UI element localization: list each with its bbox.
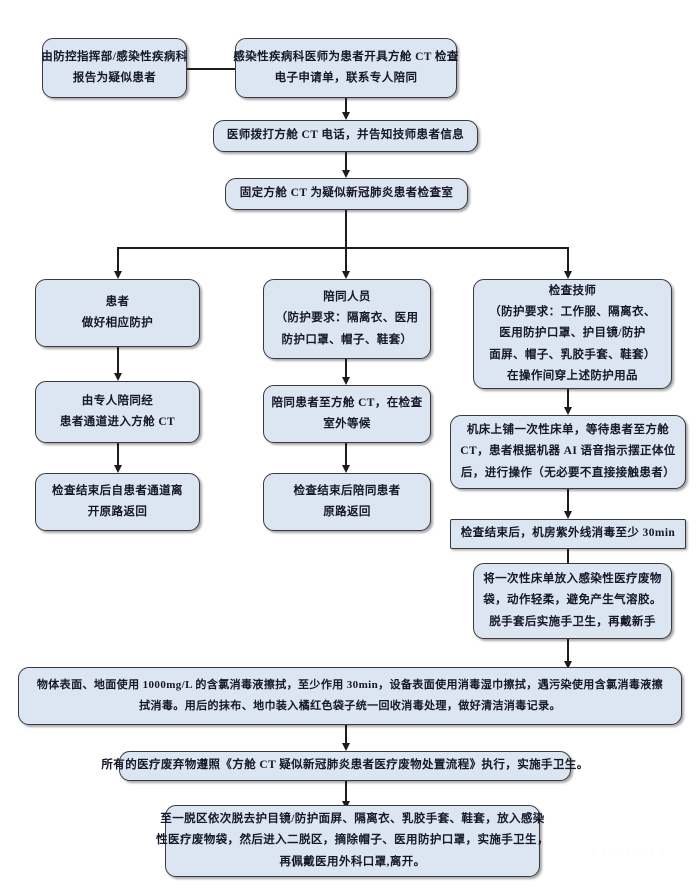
- node-a1-line-0: 陪同人员: [323, 291, 371, 304]
- node-t3-line-0: 检查结束后，机房紫外线消毒至少 30min: [460, 527, 676, 540]
- node-n4-line-0: 固定方舱 CT 为疑似新冠肺炎患者检查室: [239, 187, 454, 200]
- node-w2-line-0: 所有的医疗废弃物遵照《方舱 CT 疑似新冠肺炎患者医疗废物处置流程》执行，实施手…: [101, 759, 589, 772]
- node-n2[interactable]: 感染性疾病科医师为患者开具方舱 CT 检查 电子申请单，联系专人陪同: [233, 38, 459, 98]
- node-a1-line-1: （防护要求：隔离衣、医用: [275, 312, 419, 325]
- node-p2-line-1: 患者通道进入方舱 CT: [59, 416, 176, 428]
- connector-branch-right: [567, 247, 569, 275]
- node-t1[interactable]: 检查技师 （防护要求：工作服、隔离衣、 医用防护口罩、护目镜/防护 面屏、帽子、…: [473, 279, 672, 389]
- connector-t2-t3: [567, 489, 569, 517]
- arrow-n2-n3-icon: [341, 112, 350, 120]
- arrow-branch-left-icon: [113, 271, 122, 279]
- connector-a2-a3: [345, 443, 347, 471]
- node-p2[interactable]: 由专人陪同经 患者通道进入方舱 CT: [35, 381, 200, 443]
- connector-w1-w2: [345, 725, 347, 749]
- connector-n1-n2: [187, 68, 235, 70]
- node-w3[interactable]: 至一脱区依次脱去护目镜/防护面屏、隔离衣、乳胶手套、鞋套，放入感染 性医疗废物袋…: [156, 805, 548, 877]
- node-p2-line-0: 由专人陪同经: [81, 394, 154, 407]
- arrow-branch-right-icon: [563, 271, 572, 279]
- node-n2-line-0: 感染性疾病科医师为患者开具方舱 CT 检查: [233, 50, 459, 63]
- node-w1-line-1: 拭消毒。用后的抹布、地巾装入橘红色袋子统一回收消毒处理，做好清洁消毒记录。: [139, 700, 561, 712]
- node-w3-line-1: 性医疗废物袋，然后进入二脱区，摘除帽子、医用防护口罩，实施手卫生，: [156, 834, 549, 847]
- node-t2-line-1: CT，患者根据机器 AI 语音指示摆正体位: [460, 445, 676, 458]
- node-p1-line-0: 患者: [105, 295, 130, 308]
- connector-branch-bus: [117, 247, 568, 249]
- node-t4-line-1: 袋，动作轻柔，避免产生气溶胶。: [483, 594, 662, 607]
- node-w3-line-2: 再佩戴医用外科口罩,离开。: [279, 855, 426, 868]
- arrow-p2-p3-icon: [113, 465, 122, 473]
- node-t1-line-0: 检查技师: [548, 284, 597, 297]
- arrow-t2-t3-icon: [563, 511, 572, 519]
- connector-a1-a2: [345, 359, 347, 383]
- node-p3-line-1: 开原路返回: [87, 506, 148, 518]
- node-t1-line-3: 面屏、帽子、乳胶手套、鞋套）: [489, 348, 656, 361]
- node-p1-line-1: 做好相应防护: [81, 317, 154, 329]
- node-n3[interactable]: 医师拨打方舱 CT 电话，并告知技师患者信息: [213, 120, 478, 152]
- arrow-a1-a2-icon: [341, 377, 350, 385]
- node-a3-line-1: 原路返回: [323, 506, 371, 518]
- node-w2[interactable]: 所有的医疗废弃物遵照《方舱 CT 疑似新冠肺炎患者医疗废物处置流程》执行，实施手…: [101, 751, 588, 781]
- node-w3-line-0: 至一脱区依次脱去护目镜/防护面屏、隔离衣、乳胶手套、鞋套，放入感染: [160, 813, 545, 826]
- connector-branch-mid: [345, 247, 347, 275]
- connector-n2-n3: [345, 98, 347, 116]
- connector-t4-w1: [567, 639, 569, 667]
- node-t1-line-2: 医用防护口罩、护目镜/防护: [499, 327, 646, 340]
- connector-n3-n4: [345, 152, 347, 174]
- node-t2[interactable]: 机床上铺一次性床单，等待患者至方舱 CT，患者根据机器 AI 语音指示摆正体位 …: [450, 415, 686, 489]
- arrow-t4-w1-icon: [563, 661, 572, 669]
- arrow-a2-a3-icon: [341, 465, 350, 473]
- arrow-p1-p2-icon: [113, 373, 122, 381]
- node-a2-line-0: 陪同患者至方舱 CT，在检查: [271, 396, 423, 409]
- node-t3[interactable]: 检查结束后，机房紫外线消毒至少 30min: [450, 519, 686, 549]
- node-t1-line-4: 在操作间穿上述防护用品: [507, 369, 638, 382]
- node-n1-line-0: 由防控指挥部/感染性疾病科: [41, 50, 188, 63]
- node-t4-line-0: 将一次性床单放入感染性医疗废物: [483, 573, 662, 586]
- arrow-w1-w2-icon: [341, 743, 350, 751]
- arrow-n3-n4-icon: [341, 170, 350, 178]
- node-a3-line-0: 检查结束后陪同患者: [293, 484, 401, 497]
- node-a2[interactable]: 陪同患者至方舱 CT，在检查 室外等候: [263, 385, 431, 443]
- connector-t3-t4: [567, 549, 569, 573]
- node-a2-line-1: 室外等候: [323, 418, 371, 430]
- watermark-text: · ·· ··· ·· ·: [592, 848, 667, 858]
- node-w1[interactable]: 物体表面、地面使用 1000mg/L 的含氯消毒液擦拭，至少作用 30min，设…: [18, 667, 682, 725]
- arrow-t1-t2-icon: [563, 407, 572, 415]
- node-w1-line-0: 物体表面、地面使用 1000mg/L 的含氯消毒液擦拭，至少作用 30min，设…: [36, 678, 664, 691]
- node-n1-line-1: 报告为疑似患者: [72, 72, 157, 84]
- node-t4[interactable]: 将一次性床单放入感染性医疗废物 袋，动作轻柔，避免产生气溶胶。 脱手套后实施手卫…: [473, 563, 672, 639]
- connector-t1-t2: [567, 389, 569, 413]
- arrow-branch-mid-icon: [341, 271, 350, 279]
- node-p3[interactable]: 检查结束后自患者通道离 开原路返回: [35, 473, 200, 531]
- node-a3[interactable]: 检查结束后陪同患者 原路返回: [263, 473, 431, 531]
- connector-p2-p3: [117, 443, 119, 471]
- connector-branch-left: [117, 247, 119, 275]
- node-p3-line-0: 检查结束后自患者通道离: [52, 484, 183, 497]
- node-t4-line-2: 脱手套后实施手卫生，再戴新手: [489, 615, 656, 628]
- node-a1[interactable]: 陪同人员 （防护要求：隔离衣、医用 防护口罩、帽子、鞋套）: [263, 279, 431, 359]
- connector-branch-stem: [345, 210, 347, 248]
- node-n1[interactable]: 由防控指挥部/感染性疾病科 报告为疑似患者: [41, 38, 188, 98]
- node-t2-line-2: 后，进行操作（无必要不直接接触患者）: [460, 466, 676, 479]
- node-n2-line-1: 电子申请单，联系专人陪同: [274, 72, 418, 84]
- node-n4[interactable]: 固定方舱 CT 为疑似新冠肺炎患者检查室: [225, 178, 468, 210]
- node-p1[interactable]: 患者 做好相应防护: [35, 279, 200, 347]
- node-n3-line-0: 医师拨打方舱 CT 电话，并告知技师患者信息: [226, 129, 465, 142]
- node-a1-line-2: 防护口罩、帽子、鞋套）: [281, 333, 413, 346]
- connector-p1-p2: [117, 347, 119, 379]
- node-t2-line-0: 机床上铺一次性床单，等待患者至方舱: [466, 424, 670, 437]
- node-t1-line-1: （防护要求：工作服、隔离衣、: [489, 306, 656, 319]
- connector-w2-w3: [345, 781, 347, 807]
